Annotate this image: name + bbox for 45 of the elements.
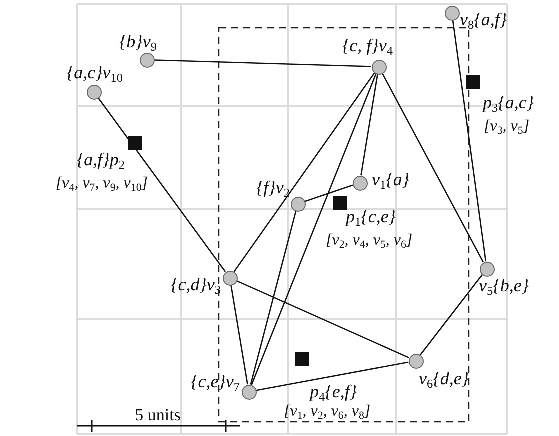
node-label: v$_{8}${a,f} <box>460 10 508 32</box>
vertex-circle <box>290 196 306 212</box>
scale-label: 5 units <box>135 406 181 424</box>
vertex-list: [v$_{4}$, v$_{7}$, v$_{9}$, v$_{10}$] <box>56 176 148 194</box>
vertex-circle <box>86 84 102 100</box>
node-label: v$_{1}${a} <box>372 170 410 192</box>
vertex-list: [v$_{3}$, v$_{5}$] <box>484 118 530 138</box>
node-label: {c, f}v$_{4}$ <box>342 36 393 58</box>
square-marker <box>333 196 347 210</box>
edge-line <box>230 285 248 385</box>
edge-line <box>236 280 410 359</box>
edge-line <box>250 211 297 385</box>
node-label: p$_{4}${e,f} <box>310 382 358 404</box>
node-label: v$_{6}${d,e} <box>419 370 470 390</box>
edge-line <box>452 20 487 262</box>
edge-line <box>154 60 372 68</box>
vertex-circle <box>222 270 238 286</box>
vertex-list: [v$_{2}$, v$_{4}$, v$_{5}$, v$_{6}$] <box>326 232 413 252</box>
node-label: {c,e}v$_{7}$ <box>191 372 240 394</box>
vertex-circle <box>408 354 424 368</box>
vertex-circle <box>242 384 256 400</box>
edge-line <box>420 274 483 356</box>
vertex-circle <box>444 6 460 20</box>
vertex-circle <box>372 60 386 74</box>
edge-line <box>256 362 409 392</box>
vertex-list: [v$_{1}$, v$_{2}$, v$_{6}$, v$_{8}$] <box>284 404 371 422</box>
vertex-circle <box>352 176 368 190</box>
edge-line <box>382 73 484 263</box>
node-label: {a,c}v$_{10}$ <box>66 64 123 84</box>
node-label: {b}v$_{9}$ <box>119 32 157 54</box>
node-label: p$_{3}${a,c} <box>483 94 534 114</box>
edge-line <box>360 74 378 176</box>
edge-line <box>234 72 376 272</box>
node-label: {a,f}p$_{2}$ <box>76 150 125 172</box>
node-label: p$_{1}${c,e} <box>346 208 396 228</box>
node-label: {c,d}v$_{3}$ <box>171 276 221 296</box>
vertex-circle <box>140 52 154 68</box>
node-label: v$_{5}${b,e} <box>479 276 530 298</box>
edge-line <box>304 184 354 202</box>
edge-line <box>251 74 377 386</box>
square-marker <box>295 352 309 366</box>
square-marker <box>466 75 480 89</box>
square-marker <box>128 136 142 150</box>
vertex-circle <box>480 262 494 276</box>
edge-line <box>98 98 226 272</box>
